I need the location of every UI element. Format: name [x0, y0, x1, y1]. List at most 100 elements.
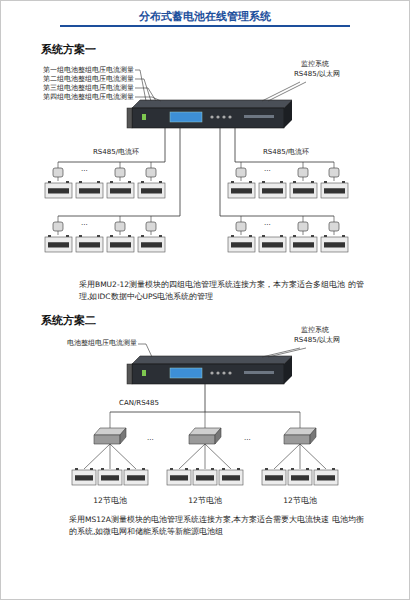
battery-body	[76, 183, 103, 198]
bmu-module	[236, 168, 246, 177]
ellipsis-mark: ...	[263, 165, 272, 173]
device-side	[284, 100, 292, 128]
bmu-module	[115, 168, 125, 177]
battery-symbol	[193, 468, 217, 485]
battery-body	[228, 183, 255, 198]
battery-body	[259, 237, 286, 252]
battery-label	[262, 242, 283, 247]
terminal	[311, 181, 314, 183]
rs485-drop	[334, 216, 335, 222]
terminal	[159, 181, 162, 183]
battery-symbol	[288, 468, 312, 485]
page-title: 分布式蓄电池在线管理系统	[0, 9, 410, 24]
terminal	[317, 468, 320, 470]
battery-label	[196, 475, 214, 480]
button	[222, 371, 225, 374]
battery-symbol	[167, 468, 191, 485]
bms-controller	[127, 356, 292, 384]
rs485-bus	[220, 216, 334, 217]
bmu-module	[146, 222, 156, 231]
sense-wire	[58, 177, 59, 181]
terminal	[66, 181, 69, 183]
terminal	[249, 181, 252, 183]
section-heading: 系统方案二	[40, 314, 97, 327]
battery-body	[124, 470, 148, 485]
sense-wire	[120, 231, 121, 235]
rs485-bus	[165, 128, 166, 162]
battery-symbol	[321, 181, 348, 198]
logo-strip	[244, 371, 274, 374]
status-led	[142, 370, 146, 376]
terminal	[48, 181, 51, 183]
terminal	[306, 468, 309, 470]
battery-symbol	[45, 235, 72, 252]
battery-group: 12节电池	[70, 466, 150, 500]
terminal	[97, 181, 100, 183]
battery-symbol	[138, 235, 165, 252]
battery-label	[110, 188, 131, 193]
bmu-module	[329, 168, 339, 177]
balance-wire	[179, 444, 205, 469]
ellipsis-mark: ...	[146, 434, 155, 442]
battery-body	[193, 470, 217, 485]
terminal	[324, 235, 327, 237]
sense-wire	[334, 177, 335, 181]
group-caption: 12节电池	[283, 496, 317, 506]
rs485-bus	[220, 128, 221, 216]
terminal	[142, 468, 145, 470]
terminal	[110, 181, 113, 183]
terminal	[280, 468, 283, 470]
battery-label	[79, 188, 100, 193]
battery-body	[76, 237, 103, 252]
button	[228, 115, 231, 118]
battery-symbol	[290, 235, 317, 252]
battery-symbol	[138, 181, 165, 198]
terminal	[342, 181, 345, 183]
terminal	[79, 235, 82, 237]
terminal	[249, 235, 252, 237]
battery-label	[75, 475, 93, 480]
battery-label	[231, 242, 252, 247]
rs485-drop	[120, 162, 121, 168]
balance-wire	[205, 444, 231, 469]
battery-symbol	[124, 468, 148, 485]
sense-wire	[151, 177, 152, 181]
balance-wire	[274, 444, 300, 469]
battery-symbol	[76, 181, 103, 198]
ellipsis-mark: ...	[243, 434, 252, 442]
battery-symbol	[76, 235, 103, 252]
can-drop	[300, 412, 301, 428]
device-front	[132, 108, 284, 128]
battery-symbol	[107, 235, 134, 252]
battery-label	[101, 475, 119, 480]
measure-leader	[138, 344, 152, 357]
module-front	[189, 435, 215, 444]
annotation-label: RS485/电流环	[92, 148, 140, 156]
battery-label	[317, 475, 335, 480]
terminal	[170, 468, 173, 470]
battery-body	[262, 470, 286, 485]
description-text: 采用BMU2-12测量模块的四组电池管理系统连接方案，本方案适合多组电池 的管理…	[78, 279, 374, 302]
group-caption: 12节电池	[93, 496, 127, 506]
can-drop	[110, 412, 111, 428]
logo-strip	[244, 115, 274, 118]
terminal	[116, 468, 119, 470]
lcd-display	[170, 368, 202, 378]
rs485-drop	[151, 162, 152, 168]
terminal	[231, 181, 234, 183]
battery-body	[167, 470, 191, 485]
button	[228, 371, 231, 374]
annotation-label: 电池整组电压电流测量	[66, 339, 138, 347]
battery-label	[293, 242, 314, 247]
battery-label	[324, 188, 345, 193]
terminal	[262, 235, 265, 237]
sense-wire	[58, 231, 59, 235]
battery-symbol	[321, 235, 348, 252]
rs485-drop	[151, 216, 152, 222]
battery-label	[141, 242, 162, 247]
terminal	[128, 181, 131, 183]
terminal	[159, 235, 162, 237]
terminal	[110, 235, 113, 237]
device-top	[132, 100, 292, 108]
terminal	[196, 468, 199, 470]
